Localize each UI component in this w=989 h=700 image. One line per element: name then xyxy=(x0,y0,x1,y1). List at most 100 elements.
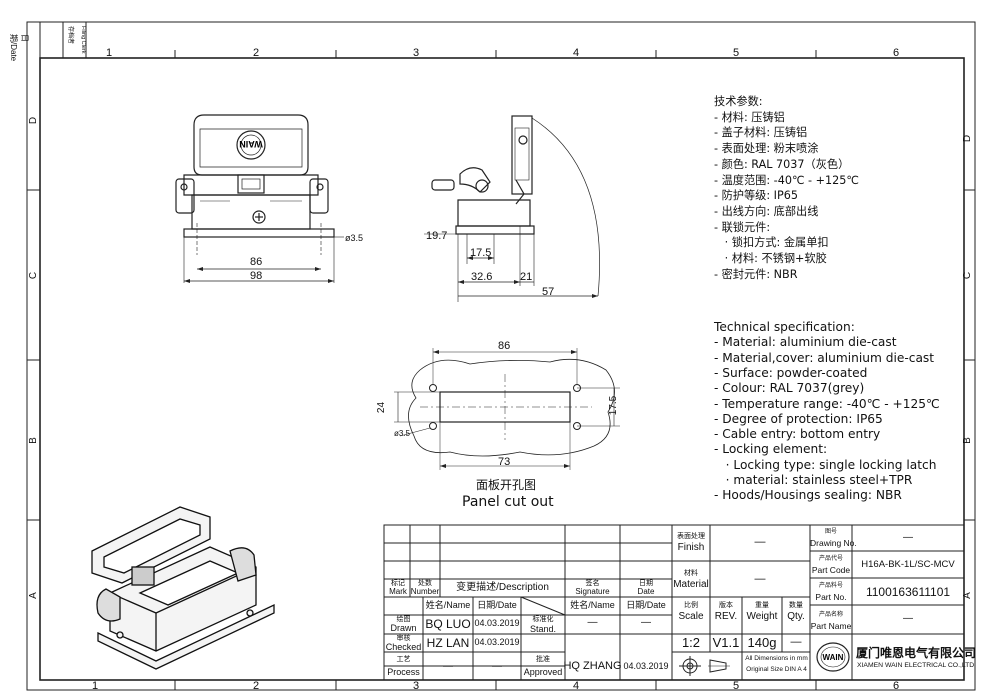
spec-en-line: · Locking type: single locking latch xyxy=(714,457,937,472)
weight-cn: 重量 xyxy=(755,602,769,609)
rev-cn: 版本 xyxy=(719,602,733,609)
spec-en-line: - Material: aluminium die-cast xyxy=(714,335,897,350)
spec-cn-line: - 温度范围: -40℃ - +125℃ xyxy=(714,173,859,187)
spec-cn-line: - 表面处理: 粉末喷涂 xyxy=(714,142,819,156)
checked-en: Checked xyxy=(385,642,422,652)
part-no-cn: 产品料号 xyxy=(818,583,843,589)
material-value: — xyxy=(754,573,766,585)
spec-cn-line: - 出线方向: 底部出线 xyxy=(714,204,819,218)
rev-date-cn: 日期 xyxy=(639,580,653,587)
zone-col-1-bottom: 1 xyxy=(92,680,99,692)
rev-mark-en: Mark xyxy=(389,587,407,596)
dim-side-21: 21 xyxy=(520,271,533,283)
approved-cn: 批准 xyxy=(536,656,550,663)
material-cn: 材料 xyxy=(684,570,698,577)
spec-cn-line: - 防护等级: IP65 xyxy=(714,189,798,203)
spec-en-line: - Degree of protection: IP65 xyxy=(714,411,883,426)
qty-en: Qty. xyxy=(787,611,805,622)
panel-cutout-drawing xyxy=(394,348,620,470)
weight-en: Weight xyxy=(746,611,778,622)
zone-col-4-top: 4 xyxy=(573,47,580,59)
part-name-cn: 产品名称 xyxy=(818,612,843,618)
approved-date: 04.03.2019 xyxy=(623,661,669,671)
dim-front-hole: ø3.5 xyxy=(345,233,364,243)
spec-cn-line: - 盖子材料: 压铸铝 xyxy=(714,126,808,140)
rev-number-cn: 处数 xyxy=(418,580,432,587)
process-date: — xyxy=(492,661,502,672)
drawn-date: 04.03.2019 xyxy=(474,618,520,628)
zone-col-6-bottom: 6 xyxy=(893,680,900,692)
panel-cutout-title-en: Panel cut out xyxy=(462,494,554,510)
spec-en-line: - Temperature range: -40℃ - +125℃ xyxy=(714,396,940,411)
approved-en: Approved xyxy=(523,667,563,677)
stand-cn: 标准化 xyxy=(532,616,554,623)
rev-signature-cn: 签名 xyxy=(585,580,600,587)
projection-symbol-icon xyxy=(679,656,730,676)
scale-en: Scale xyxy=(678,611,704,622)
rev-name-col-2: 姓名/Name xyxy=(570,600,615,610)
finish-value: — xyxy=(754,536,766,548)
dim-side-57: 57 xyxy=(542,286,555,298)
part-no-en: Part No. xyxy=(815,592,847,602)
spec-cn-line: · 锁扣方式: 金属单扣 xyxy=(714,236,829,250)
dim-side-19-7: 19.7 xyxy=(426,230,448,242)
zone-col-5-bottom: 5 xyxy=(733,680,740,692)
process-cn: 工艺 xyxy=(396,656,411,663)
rev-date-en: Date xyxy=(637,587,655,596)
drawing-no-cn: 图号 xyxy=(824,529,837,535)
process-name: — xyxy=(443,661,453,672)
zone-col-2-bottom: 2 xyxy=(253,680,260,692)
scale-value: 1:2 xyxy=(681,635,701,650)
part-name-value: — xyxy=(903,613,913,624)
part-no-value: 1100163611101 xyxy=(865,585,951,599)
rev-date-col: 日期/Date xyxy=(477,600,517,610)
company-logo-text: WAIN xyxy=(823,653,844,662)
stand-date: — xyxy=(641,617,651,628)
checked-cn: 审核 xyxy=(396,635,411,642)
zone-col-3-bottom: 3 xyxy=(413,680,420,692)
company-name-cn: 厦门唯恩电气有限公司 xyxy=(856,646,977,660)
approved-name: HQ ZHANG xyxy=(563,660,622,672)
front-view-drawing: WAIN xyxy=(175,114,344,283)
drawn-name: BQ LUO xyxy=(425,617,471,631)
checked-date: 04.03.2019 xyxy=(474,637,520,647)
checked-name: HZ LAN xyxy=(426,636,470,650)
finish-cn: 表面处理 xyxy=(677,533,705,540)
spec-en-line: - Hoods/Housings sealing: NBR xyxy=(714,488,902,503)
spec-cn-line: - 联锁元件: xyxy=(714,220,771,234)
dims-note-1: All Dimensions in mm xyxy=(745,655,808,662)
spec-en-line: - Locking element: xyxy=(714,442,828,457)
dim-side-17-5: 17.5 xyxy=(470,247,492,259)
dims-note-2: Original Size DIN A 4 xyxy=(746,666,807,673)
rev-value: V1.1 xyxy=(712,635,740,650)
zone-col-3-top: 3 xyxy=(413,47,420,59)
company-name-en: XIAMEN WAIN ELECTRICAL CO.,LTD xyxy=(857,662,975,669)
spec-cn-line: · 材料: 不锈钢+软胶 xyxy=(714,252,827,265)
rev-description: 变更描述/Description xyxy=(456,582,549,593)
rev-name-col: 姓名/Name xyxy=(425,600,471,610)
spec-en-line: - Colour: RAL 7037(grey) xyxy=(714,381,865,396)
qty-value: — xyxy=(790,636,802,648)
spec-en-line: - Surface: powder-coated xyxy=(714,365,868,380)
spec-en-line: · material: stainless steel+TPR xyxy=(714,473,913,487)
scale-cn: 比例 xyxy=(684,602,698,609)
part-name-en: Part Name xyxy=(810,621,852,631)
company-logo-icon: WAIN xyxy=(816,642,850,672)
spec-cn-line: - 密封元件: NBR xyxy=(714,267,798,281)
spec-cn-heading: 技术参数: xyxy=(714,95,763,108)
spec-cn-line: - 颜色: RAL 7037（灰色） xyxy=(714,157,850,171)
drawn-en: Drawn xyxy=(390,623,417,633)
dim-front-86: 86 xyxy=(250,256,263,268)
spec-en-line: - Cable entry: bottom entry xyxy=(714,427,881,442)
part-code-cn: 产品代号 xyxy=(818,556,843,562)
stand-value: — xyxy=(587,617,598,628)
rev-mark-cn: 标记 xyxy=(391,580,405,587)
part-code-en: Part Code xyxy=(811,565,851,575)
spec-en-heading: Technical specification: xyxy=(714,320,855,334)
dim-side-32-6: 32.6 xyxy=(471,271,493,283)
zone-col-6-top: 6 xyxy=(893,47,900,59)
dim-cut-86: 86 xyxy=(498,340,511,352)
zone-col-2-top: 2 xyxy=(253,47,260,59)
rev-number-en: Number xyxy=(410,587,440,596)
